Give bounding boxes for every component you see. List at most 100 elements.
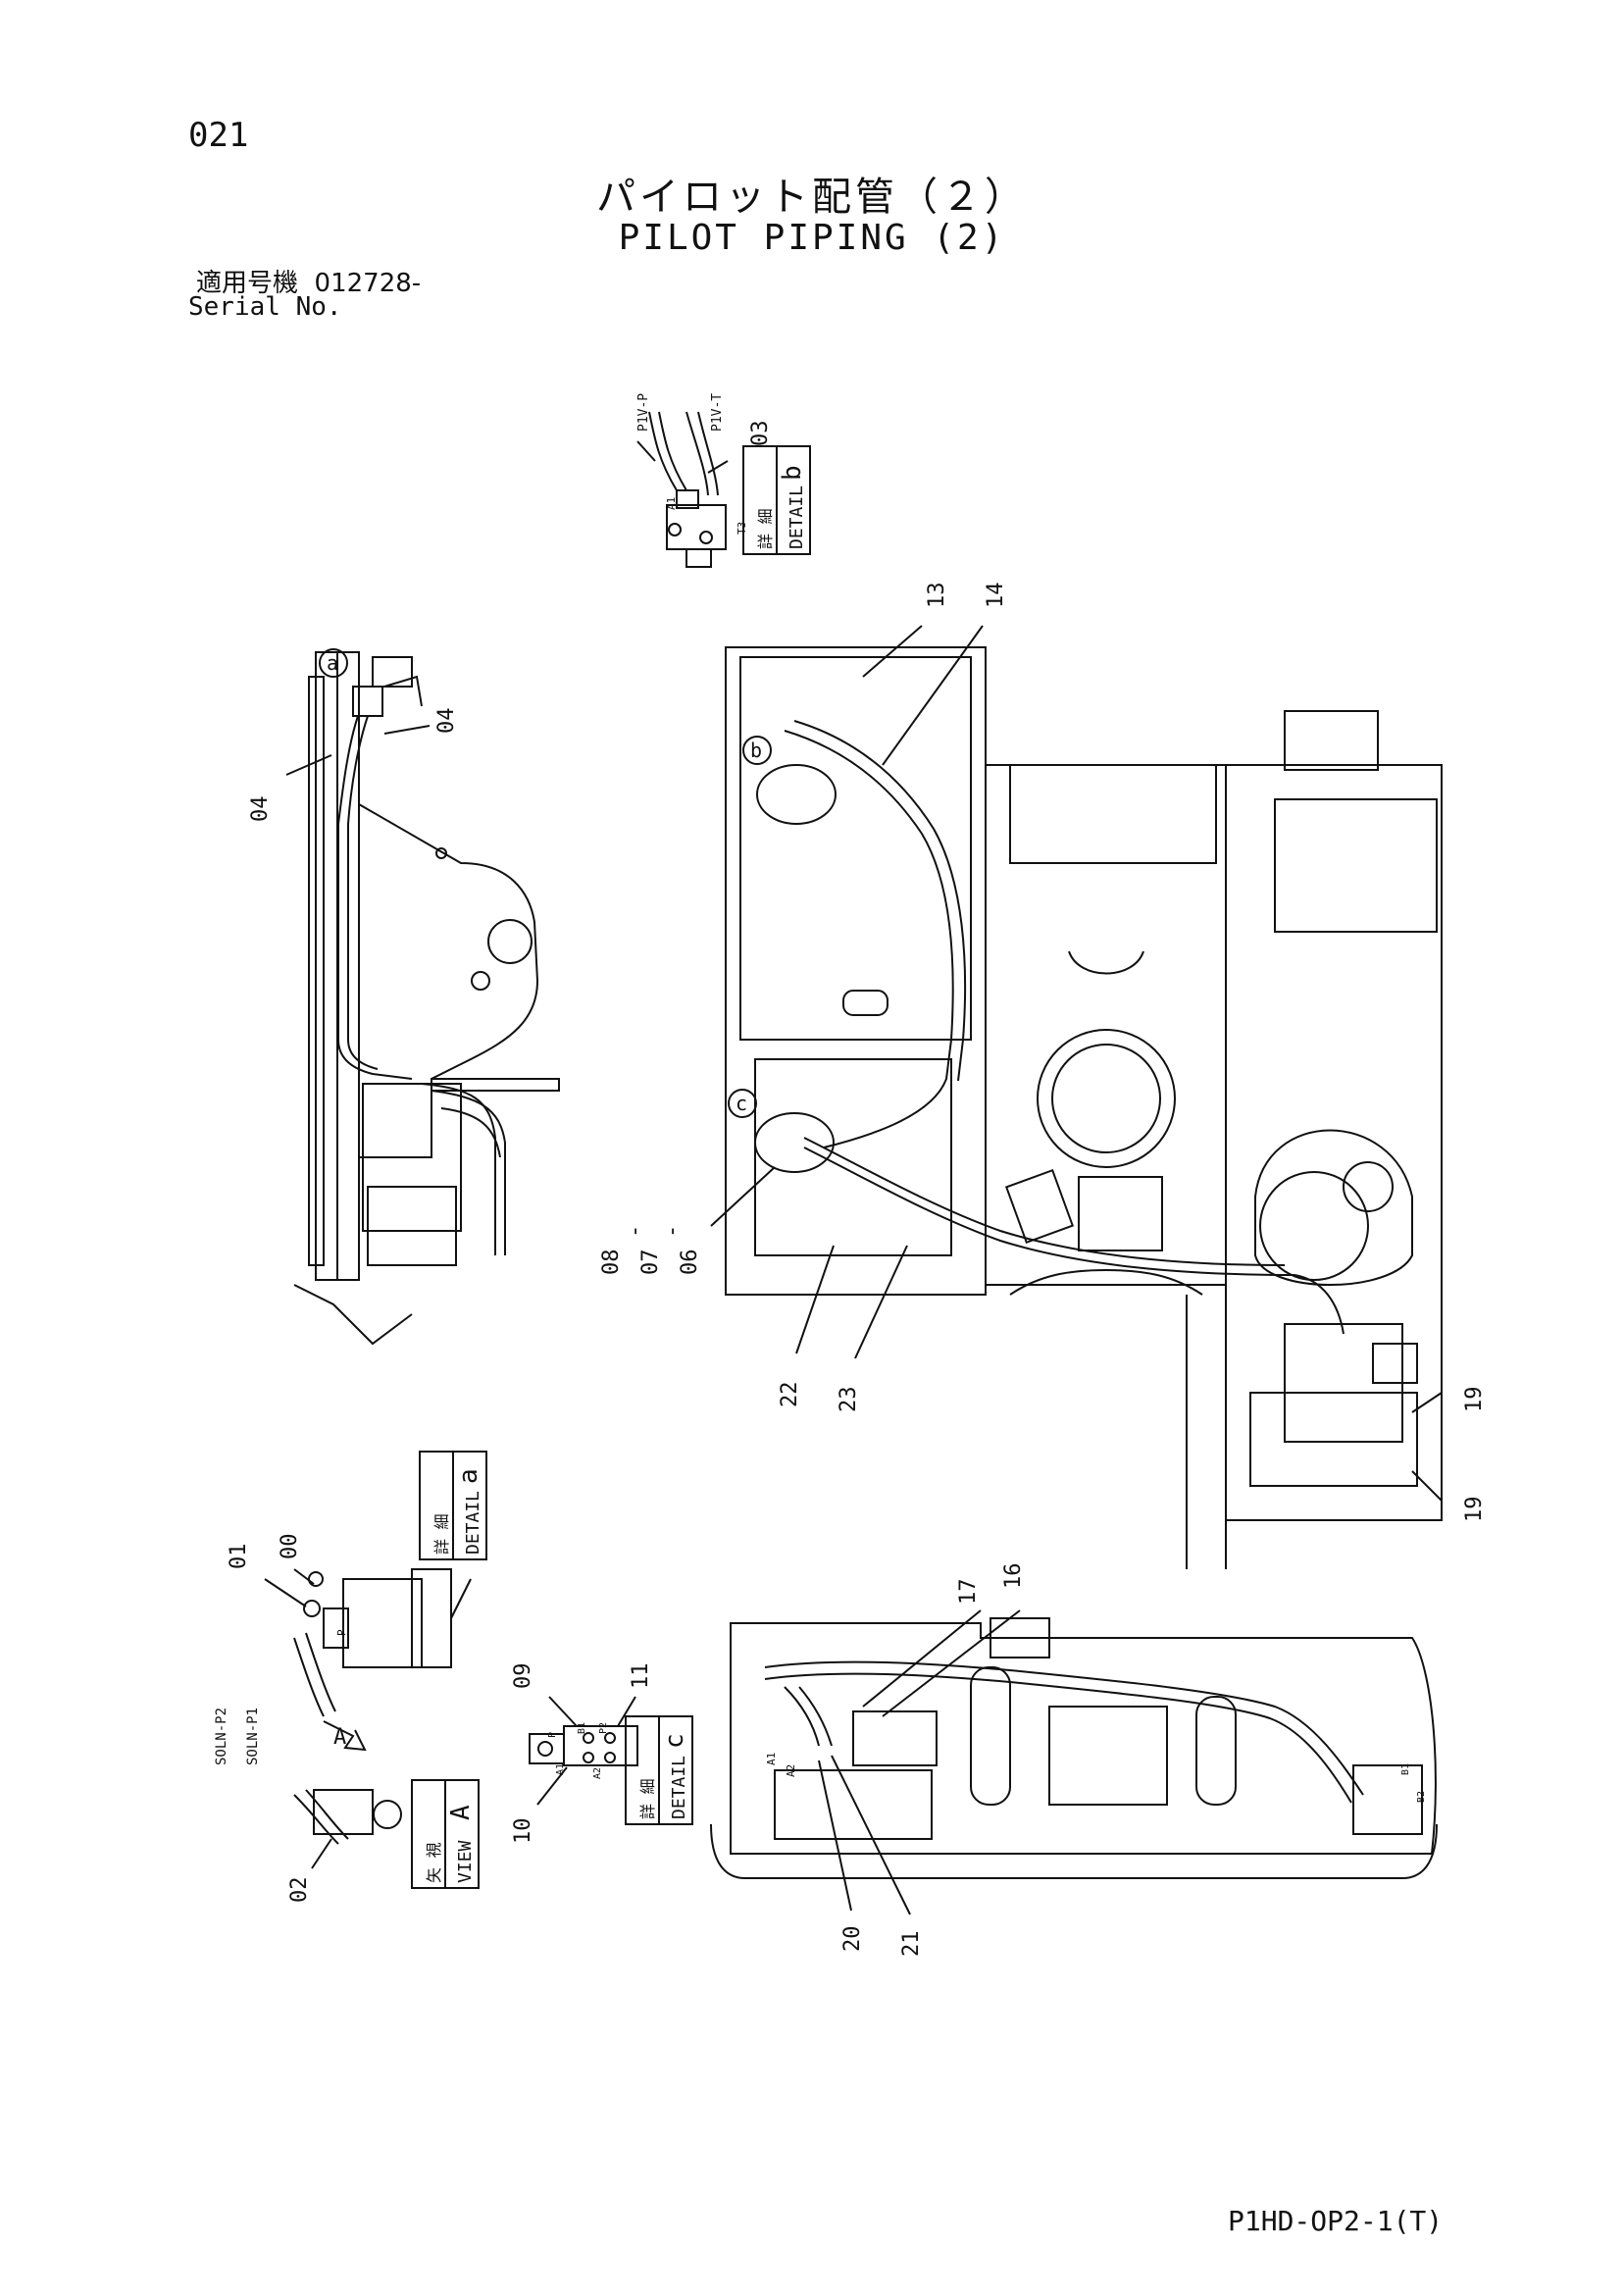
detail-c-solenoid: [529, 1733, 565, 1764]
leader-03: [707, 460, 729, 474]
leader-04-left: [285, 754, 332, 776]
pilot-hose-main-2: [793, 720, 967, 1082]
port-label-soln-p1: SOLN-P1: [245, 1708, 261, 1765]
detail-c-callout-ellipse: [754, 1112, 835, 1173]
side-view-frame: a 04 04: [248, 648, 560, 1346]
part-number-16: 16: [1001, 1563, 1026, 1590]
pump-fitting: [1372, 1343, 1418, 1384]
detail-c-port-3: [583, 1752, 594, 1763]
side-bracket-pin: [471, 971, 490, 991]
part-number-17: 17: [956, 1579, 981, 1606]
view-a-hose-1: [293, 1794, 339, 1845]
lower-control-valve: [990, 1617, 1050, 1658]
detail-a-valve-body: [372, 656, 413, 688]
part-number-06: 06: [678, 1250, 702, 1276]
circle-marker-c: [728, 1089, 757, 1118]
detail-b-valve-body: [666, 504, 727, 550]
center-arc: [1068, 950, 1144, 975]
side-hose-5: [440, 1107, 501, 1158]
lower-hose-drop-1: [784, 1686, 820, 1747]
side-bracket-bolt: [435, 847, 447, 859]
swing-bearing-inner: [1051, 1044, 1161, 1153]
detail-b-view: DETAIL b 詳 細 P1V-P P1V-T 03 A1 T3: [636, 393, 811, 568]
detail-c-port-4: [604, 1752, 616, 1763]
control-valve-block: [1078, 1176, 1163, 1251]
leader-06: [710, 1166, 776, 1227]
port-t3: T3: [736, 522, 748, 535]
leader-p1v-p: [636, 440, 656, 462]
swing-motor-circle: [1259, 1171, 1369, 1281]
port-a1: A1: [665, 497, 678, 510]
leader-13: [862, 625, 923, 678]
part-number-19-top: 19: [1462, 1387, 1487, 1413]
center-lower-arc: [1009, 1268, 1203, 1296]
part-number-08: 08: [599, 1250, 624, 1276]
circle-marker-c-letter: c: [736, 1092, 747, 1115]
serial-value: 012728-: [314, 269, 422, 298]
page-number: 021: [188, 116, 249, 155]
leader-02: [311, 1838, 332, 1869]
view-a-knob: [373, 1800, 402, 1829]
lower-body-outline: [730, 1622, 1437, 1855]
view-a-letter: A: [446, 1805, 476, 1820]
part-number-00: 00: [278, 1534, 302, 1560]
part-number-04-right: 04: [434, 708, 459, 735]
leader-04-right: [383, 725, 431, 735]
leader-22: [795, 1245, 835, 1354]
detail-b-hose-2: [685, 411, 709, 496]
leader-10: [536, 1766, 568, 1806]
detail-c-port-a2: A2: [592, 1767, 603, 1779]
part-number-09: 09: [511, 1663, 535, 1690]
radiator-grille: [1284, 710, 1379, 771]
circle-marker-b: [742, 736, 772, 765]
detail-c-port-2: [604, 1732, 616, 1744]
detail-a-lever: [450, 1578, 472, 1619]
lower-valve-mount: [852, 1710, 938, 1766]
side-hose-3: [421, 1083, 496, 1255]
leader-17: [862, 1609, 982, 1708]
part-number-02: 02: [287, 1877, 312, 1904]
leader-19-bottom: [1411, 1470, 1443, 1502]
side-frame-outer: [308, 676, 325, 1266]
leader-20: [818, 1760, 852, 1912]
serial-label-jp: 適用号機: [196, 269, 299, 298]
swing-gear: [1343, 1161, 1394, 1212]
detail-a-fitting-2: [308, 1571, 324, 1587]
detail-b-valve-top: [676, 489, 699, 509]
part-number-10: 10: [511, 1818, 535, 1845]
detail-a-bracket: [411, 1568, 452, 1668]
part-number-07: 07: [638, 1250, 663, 1276]
circle-marker-b-letter: b: [750, 739, 762, 762]
left-platform-outline: [725, 646, 987, 1296]
leader-16: [882, 1609, 1021, 1717]
lower-port-b2: B2: [1416, 1791, 1427, 1803]
pilot-hose-cross-1: [803, 1147, 1295, 1276]
pilot-hose-main-1: [784, 730, 954, 1148]
detail-a-label: 詳 細 DETAIL a: [419, 1451, 487, 1560]
swing-device-housing: [1254, 1129, 1413, 1286]
side-valve-block-2: [367, 1186, 457, 1266]
part-number-14: 14: [984, 583, 1008, 609]
leader-00: [293, 1568, 315, 1585]
detail-c-port-1: [583, 1732, 594, 1744]
arrow-a-shape: [323, 1720, 367, 1752]
side-lower-bracket: [293, 1284, 413, 1346]
view-a-drawing: 矢 視 VIEW A 02: [287, 1779, 480, 1904]
leader-14: [882, 625, 984, 766]
swing-bearing-outer: [1037, 1029, 1176, 1168]
arrow-a-letter: A: [333, 1725, 346, 1750]
detail-a-hose-1: [293, 1637, 325, 1717]
view-a-hose-2: [305, 1789, 349, 1840]
pump-base: [1249, 1392, 1418, 1487]
pilot-hose-cross-2: [803, 1137, 1286, 1266]
detail-b-fitting-2: [699, 531, 713, 544]
side-hose-2: [347, 715, 379, 1070]
part-number-01: 01: [227, 1544, 251, 1570]
center-top-plate: [1009, 765, 1217, 864]
pilot-hose-to-pump: [1294, 1274, 1345, 1335]
detail-c-port-b1: B1: [577, 1722, 587, 1734]
detail-a-label-jp: 詳 細: [432, 1513, 451, 1555]
view-a-label-jp: 矢 視: [425, 1842, 443, 1883]
lower-port-b1: B1: [1400, 1763, 1411, 1775]
